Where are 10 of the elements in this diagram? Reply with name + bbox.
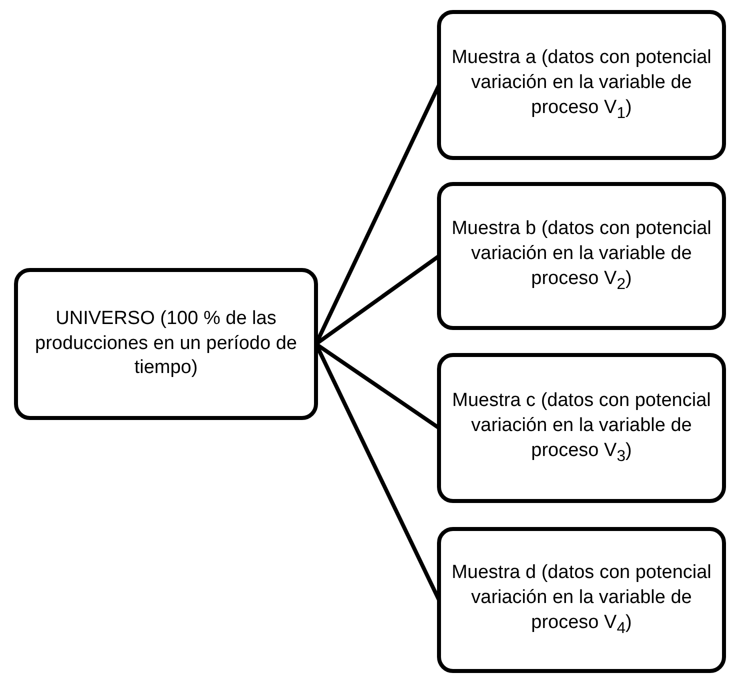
process-box <box>14 268 318 420</box>
box-text: UNIVERSO (100 % de las producciones en un período de tiempo) <box>34 306 298 380</box>
box-text: Muestra d (datos con potencial variación en la variable de proceso V$_{4}$) <box>450 561 712 638</box>
box-text: Muestra a (datos con potencial variación en la variable de proceso V$_{1}$) <box>450 46 712 124</box>
sample-box <box>437 10 726 160</box>
sample-box <box>437 527 726 673</box>
box-text: Muestra b (datos con potencial variación en la variable de proceso V$_{2}$) <box>450 217 712 294</box>
sample-box <box>437 182 726 330</box>
box-text: Muestra c (datos con potencial variación en la variable de proceso V$_{3}$) <box>451 389 712 466</box>
sample-box <box>437 353 726 503</box>
